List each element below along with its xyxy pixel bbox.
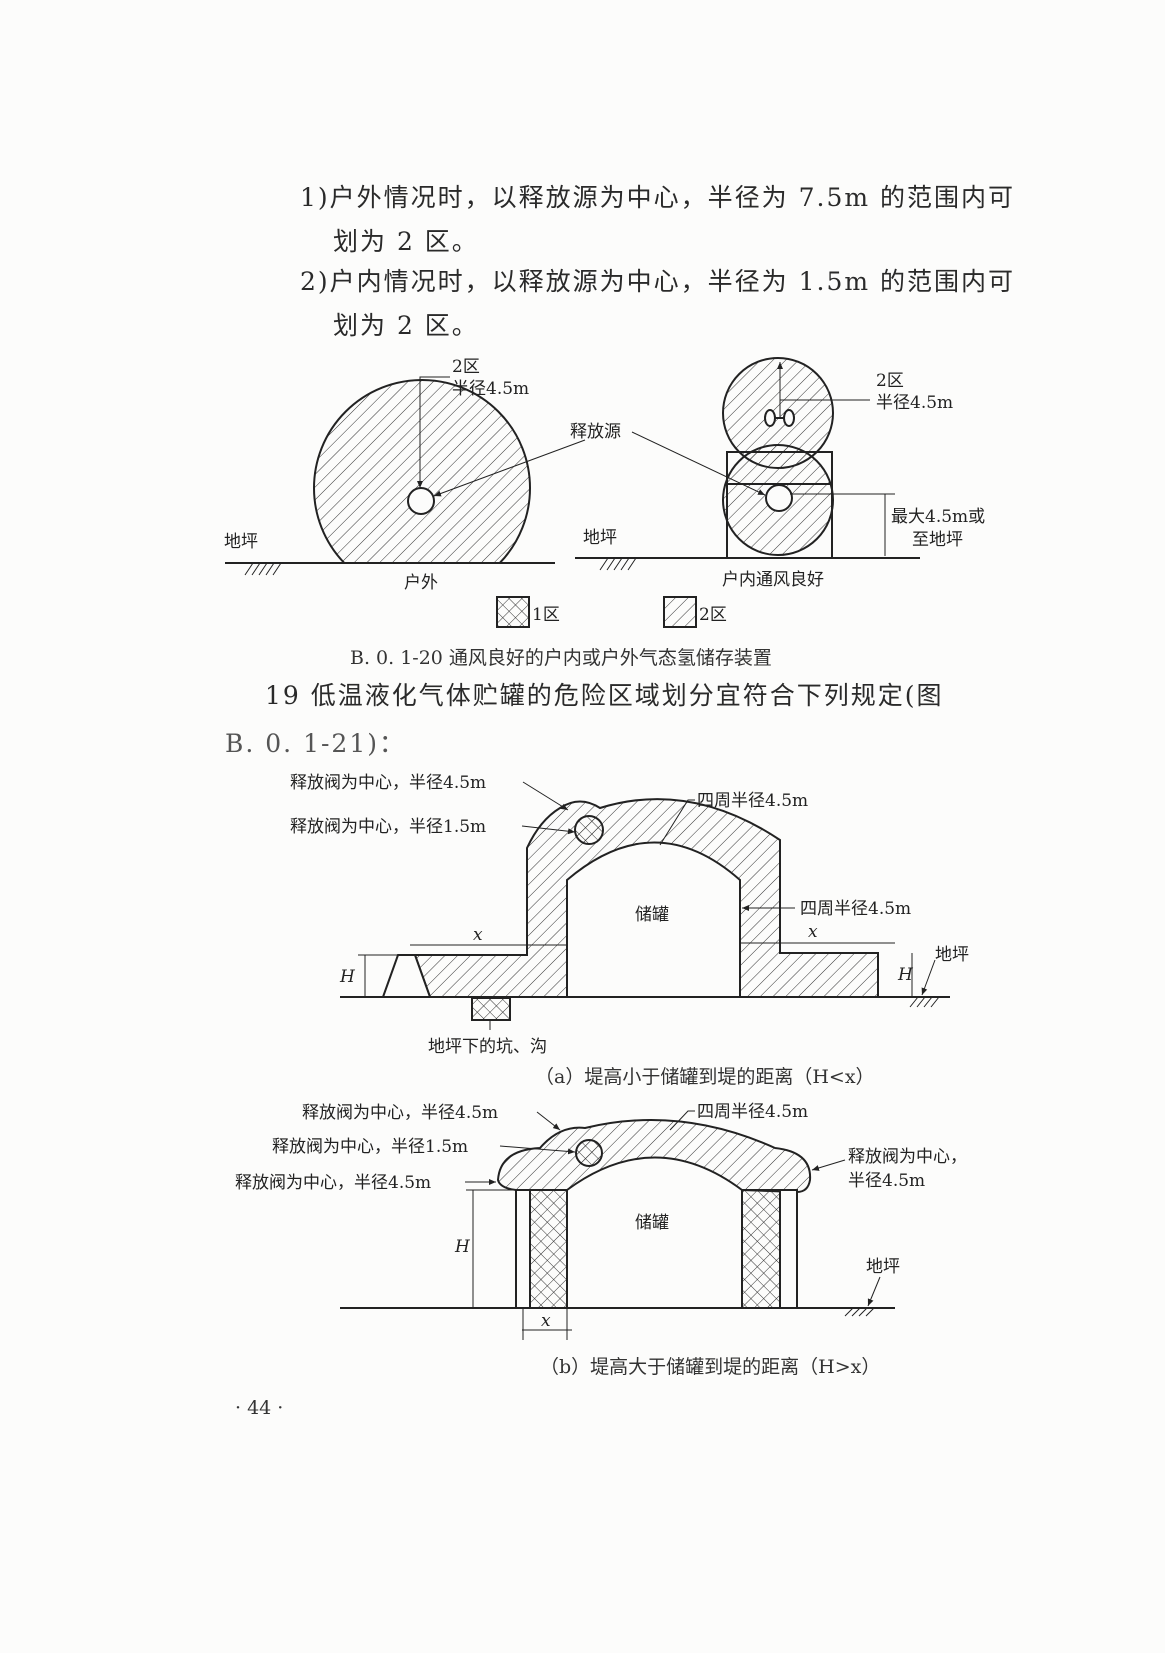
figure-b-caption: （b）堤高大于储罐到堤的距离（H>x）: [540, 1356, 881, 1378]
release-source-label: 释放源: [570, 422, 621, 442]
x-label-right: x: [808, 922, 818, 942]
figure-b-diagram: H x 储罐 释放阀为中心，半径4.5m 释放阀为中心，半径1.5m 释放阀为中…: [235, 1102, 967, 1340]
legend-zone2-swatch: [663, 596, 697, 628]
page-number: · 44 ·: [235, 1397, 284, 1419]
valve-zone1-a: [574, 815, 604, 845]
radius-label-right: 半径4.5m: [876, 393, 953, 413]
x-label-left: x: [473, 925, 483, 945]
item-2-line-1: 2)户内情况时，以释放源为中心，半径为 1.5m 的范围内可: [300, 267, 1016, 296]
radius-label: 半径4.5m: [452, 379, 529, 399]
x-label-b: x: [541, 1311, 551, 1331]
legend-zone2: 2区: [699, 605, 727, 625]
valve-right-label-2: 半径4.5m: [848, 1171, 925, 1191]
indoor-label: 户内通风良好: [722, 570, 824, 590]
dike-wall-left: [515, 1189, 531, 1309]
ground-label-b: 地坪: [866, 1257, 900, 1277]
valve-right-label-1: 释放阀为中心，: [848, 1147, 967, 1167]
zone1-column-left: [529, 1189, 568, 1309]
release-source-outdoor: [407, 487, 435, 515]
clause-19-line-2: B. 0. 1-21)：: [225, 729, 406, 758]
pit: [471, 997, 511, 1021]
figure-b0120-caption: B. 0. 1-20 通风良好的户内或户外气态氢储存装置: [350, 647, 772, 669]
around-top-label: 四周半径4.5m: [697, 791, 808, 811]
item-1-line-1: 1)户外情况时，以释放源为中心，半径为 7.5m 的范围内可: [300, 183, 1016, 212]
item-2-line-2: 划为 2 区。: [333, 311, 479, 340]
ground-label-right: 地坪: [583, 528, 617, 548]
zone2-label: 2区: [452, 357, 480, 377]
h-label-b: H: [454, 1237, 471, 1257]
valve-r45-left-label: 释放阀为中心，半径4.5m: [235, 1173, 431, 1193]
clause-19-line-1: 19 低温液化气体贮罐的危险区域划分宜符合下列规定(图: [265, 681, 944, 710]
zone2-circle-outdoor: [313, 379, 531, 563]
h-label-right: H: [897, 965, 914, 985]
legend-zone1-swatch: [496, 596, 530, 628]
valve-r45-label: 释放阀为中心，半径4.5m: [290, 773, 486, 793]
ground-label: 地坪: [224, 532, 258, 552]
figure-a-caption: （a）堤高小于储罐到堤的距离（H<x）: [535, 1066, 875, 1088]
valve-r45-top-label: 释放阀为中心，半径4.5m: [302, 1103, 498, 1123]
figure-a-diagram: x x H H 储罐 释放阀为中心，半径4.5m 释放阀为中心，半径1.5m 四…: [290, 773, 969, 1057]
pit-label: 地坪下的坑、沟: [428, 1037, 547, 1057]
indoor-diagram: 2区 半径4.5m 最大4.5m或 至地坪 地坪 户内通风良好: [575, 357, 985, 590]
dike-wall-right: [779, 1189, 798, 1309]
legend: 1区 2区: [496, 596, 727, 628]
release-source-indoor: [765, 484, 793, 512]
h-label-left: H: [339, 967, 356, 987]
tank-label-b: 储罐: [635, 1213, 669, 1233]
zone1-column-right: [741, 1189, 781, 1309]
legend-zone1: 1区: [532, 605, 560, 625]
item-1-line-2: 划为 2 区。: [333, 227, 479, 256]
valve-r15-label-b: 释放阀为中心，半径1.5m: [272, 1137, 468, 1157]
zone2-label-right: 2区: [876, 371, 904, 391]
outdoor-diagram: 2区 半径4.5m 地坪 户外: [224, 357, 555, 593]
outdoor-label: 户外: [404, 573, 438, 593]
ground-label-a: 地坪: [935, 945, 969, 965]
around-top-label-b: 四周半径4.5m: [697, 1102, 808, 1122]
tank-label: 储罐: [635, 905, 669, 925]
to-ground-label: 至地坪: [912, 530, 963, 550]
valve-zone1-b: [575, 1139, 603, 1167]
max-label: 最大4.5m或: [891, 507, 985, 527]
valve-r15-label: 释放阀为中心，半径1.5m: [290, 817, 486, 837]
around-side-label: 四周半径4.5m: [800, 899, 911, 919]
